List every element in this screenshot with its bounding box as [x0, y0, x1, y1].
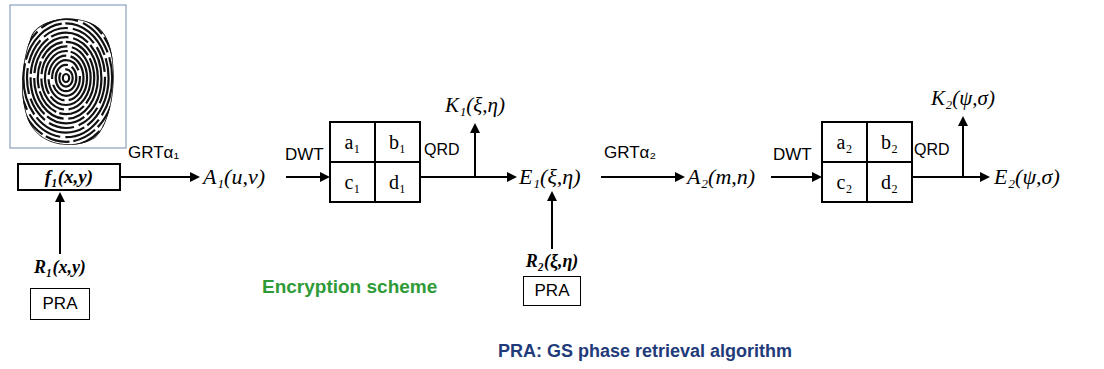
node-text: a₁ — [345, 131, 361, 154]
dwt-grid — [822, 122, 912, 202]
figure-stroke — [27, 28, 105, 128]
transform-label: QRD — [914, 141, 950, 159]
figure-stroke — [56, 65, 77, 91]
scheme-note: Encryption scheme — [262, 277, 437, 298]
node-text: d₂ — [881, 171, 898, 194]
figure-stroke — [320, 172, 330, 182]
figure-stroke — [59, 200, 61, 254]
grid-cell: b₂ — [867, 122, 912, 162]
figure-stroke — [551, 199, 553, 249]
figure-stroke — [675, 172, 685, 182]
image-frame — [10, 5, 126, 148]
node-text: b₂ — [881, 131, 898, 154]
node-text: c₁ — [345, 171, 361, 194]
dwt-grid — [330, 122, 420, 202]
node-text: a₂ — [837, 131, 853, 154]
figure-stroke — [507, 172, 517, 182]
signal-label: A₁(u,v) — [203, 165, 265, 189]
transform-label: GRTα₂ — [604, 144, 656, 163]
figure-stroke — [474, 131, 476, 177]
figure-stroke — [812, 172, 822, 182]
key-label: K₁(ξ,η) — [445, 94, 505, 117]
figure-stroke — [912, 176, 982, 178]
grid-cell: d₁ — [375, 162, 420, 202]
figure-stroke — [38, 42, 94, 114]
node-text: d₁ — [389, 171, 406, 194]
figure-stroke — [5, 0, 126, 155]
figure-stroke — [23, 23, 108, 132]
grid-cell: c₂ — [822, 162, 867, 202]
node-text: PRA — [43, 294, 78, 314]
figure-stroke — [958, 116, 968, 126]
transform-label: GRTα₁ — [128, 144, 179, 163]
mask-label: R₂(ξ,η) — [526, 252, 579, 272]
node-text: c₂ — [837, 171, 853, 194]
figure-stroke — [59, 69, 72, 86]
figure-stroke — [121, 176, 192, 178]
figure-stroke — [55, 192, 65, 202]
grid-cell: a₁ — [330, 122, 375, 162]
figure-stroke — [470, 123, 480, 133]
figure-stroke — [22, 19, 114, 145]
pra-box: PRA — [523, 276, 581, 306]
grid-cell: b₁ — [375, 122, 420, 162]
figure-stroke — [49, 56, 84, 101]
figure-stroke — [41, 46, 90, 109]
pra-box: PRA — [30, 288, 90, 320]
grid-cell: d₂ — [867, 162, 912, 202]
figure-stroke — [601, 176, 677, 178]
figure-stroke — [547, 191, 557, 201]
figure-stroke — [771, 176, 814, 178]
mask-label: R₁(x,y) — [34, 258, 86, 278]
grid-cell: c₁ — [330, 162, 375, 202]
transform-label: QRD — [424, 141, 460, 159]
figure-stroke — [34, 37, 98, 119]
figure-stroke — [9, 5, 123, 151]
key-label: K₂(ψ,σ) — [931, 87, 995, 110]
node-text: f₁(x,y) — [45, 166, 93, 188]
grid-cell: a₂ — [822, 122, 867, 162]
figure-stroke — [20, 19, 112, 137]
figure-stroke — [420, 176, 509, 178]
signal-label: E₂(ψ,σ) — [994, 165, 1060, 189]
figure-stroke — [31, 33, 102, 124]
figure-stroke — [16, 14, 116, 142]
input-box: f₁(x,y) — [17, 163, 121, 191]
figure-stroke — [286, 176, 322, 178]
signal-label: A₂(m,n) — [687, 165, 755, 189]
arrow-lines — [60, 124, 982, 254]
fingerprint-image — [5, 0, 126, 155]
figure-stroke — [962, 124, 964, 177]
figure-stroke — [980, 172, 990, 182]
signal-label: E₁(ξ,η) — [519, 165, 581, 189]
arrow-heads — [55, 116, 990, 202]
transform-label: DWT — [285, 146, 324, 165]
node-text: PRA — [535, 281, 570, 301]
figure-stroke — [190, 172, 200, 182]
figure-stroke — [45, 51, 87, 105]
figure-stroke — [13, 10, 120, 147]
transform-label: DWT — [773, 146, 812, 165]
figure-stroke — [52, 60, 80, 96]
node-text: b₁ — [389, 131, 406, 154]
footnote: PRA: GS phase retrieval algorithm — [498, 342, 792, 362]
figure-stroke — [63, 74, 69, 82]
